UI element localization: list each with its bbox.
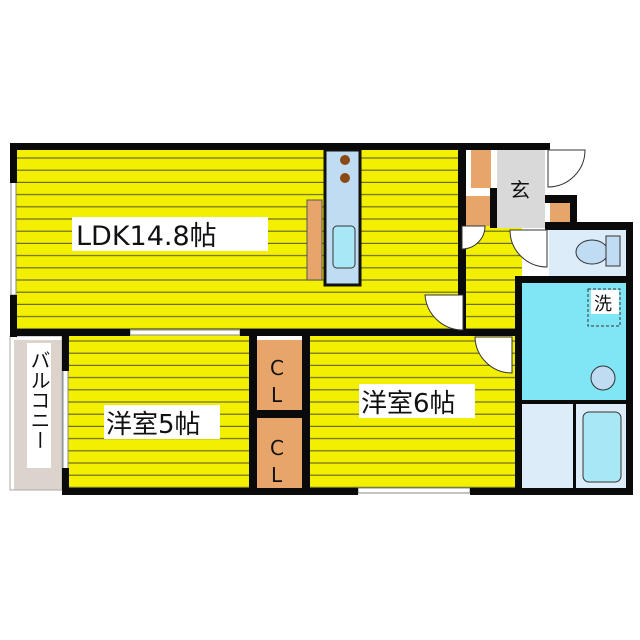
- doors[interactable]: [424, 149, 586, 374]
- closet-door: [461, 225, 486, 250]
- window: [10, 179, 17, 296]
- bedroom-6-label: 洋室6帖: [361, 389, 456, 419]
- entrance-door: [547, 149, 586, 188]
- closet-lower-c: C: [270, 436, 284, 460]
- closet-lower-l: L: [271, 463, 283, 487]
- closet-upper-c: C: [270, 356, 284, 380]
- kitchen-side-counter: [306, 199, 323, 281]
- window: [129, 329, 241, 336]
- sink-icon: [332, 225, 356, 269]
- stove-burner-icon: [340, 155, 350, 165]
- bedroom-6-door: [474, 336, 513, 374]
- washer-label: 洗: [594, 294, 612, 315]
- closet-upper-l: L: [271, 383, 283, 407]
- toilet-tank-icon: [605, 235, 621, 267]
- entrance-floor: [497, 150, 545, 228]
- hall-door: [424, 294, 464, 331]
- washer-space: [587, 288, 621, 327]
- closet-lower: [257, 418, 302, 488]
- toilet-door: [509, 229, 548, 268]
- washbasin-icon: [590, 365, 616, 391]
- walls: [10, 143, 633, 495]
- shoe-box-2: [462, 196, 490, 226]
- entrance-label: 玄: [510, 178, 530, 202]
- shoe-box: [471, 150, 491, 188]
- window: [357, 487, 471, 494]
- bedroom-5-label: 洋室5帖: [106, 410, 201, 440]
- stove-burner-icon: [340, 173, 350, 183]
- balcony-label: バルコニー: [27, 350, 51, 450]
- window: [62, 369, 69, 471]
- entrance-storage: [550, 203, 570, 225]
- bathtub-icon: [582, 411, 622, 483]
- toilet-icon: [575, 239, 609, 265]
- ldk-label: LDK14.8帖: [76, 221, 217, 252]
- closet-upper: [257, 340, 302, 410]
